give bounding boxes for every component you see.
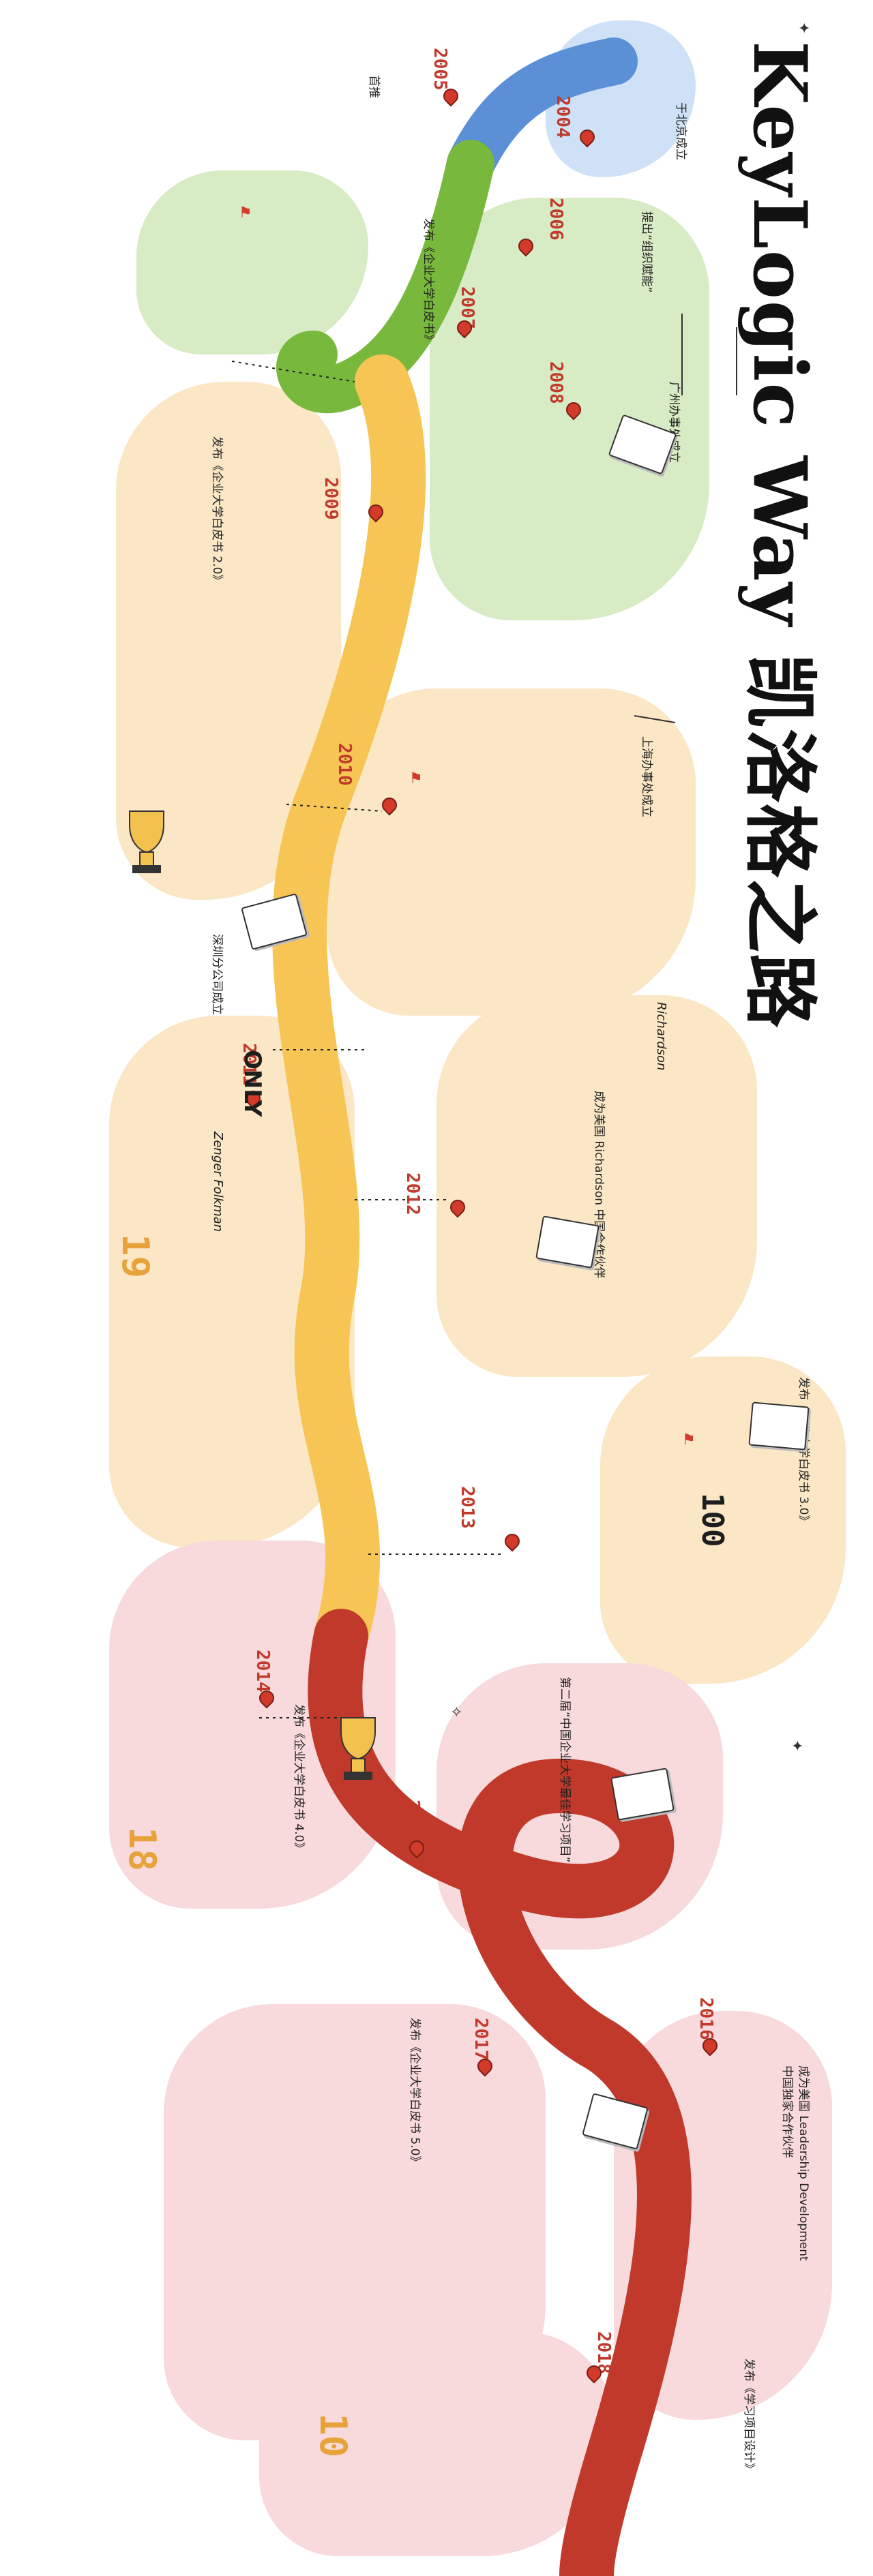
flag-icon: ⚑ bbox=[239, 204, 252, 222]
flag-icon: ⚑ bbox=[409, 770, 423, 787]
blob-2012 bbox=[436, 995, 757, 1377]
flag-icon: ⚑ bbox=[682, 1431, 696, 1449]
path-yellow bbox=[272, 354, 426, 1663]
sparkle-icon: ✧ bbox=[450, 1704, 463, 1721]
path-red bbox=[308, 1609, 692, 2576]
path-blue bbox=[447, 37, 638, 187]
sparkle-icon: ✦ bbox=[791, 1738, 804, 1755]
blob-2005-2007 bbox=[136, 170, 368, 354]
sparkle-icon: ✦ bbox=[798, 20, 811, 37]
blob-2010-2011 bbox=[327, 688, 696, 1016]
blob-2018 bbox=[259, 2331, 614, 2556]
